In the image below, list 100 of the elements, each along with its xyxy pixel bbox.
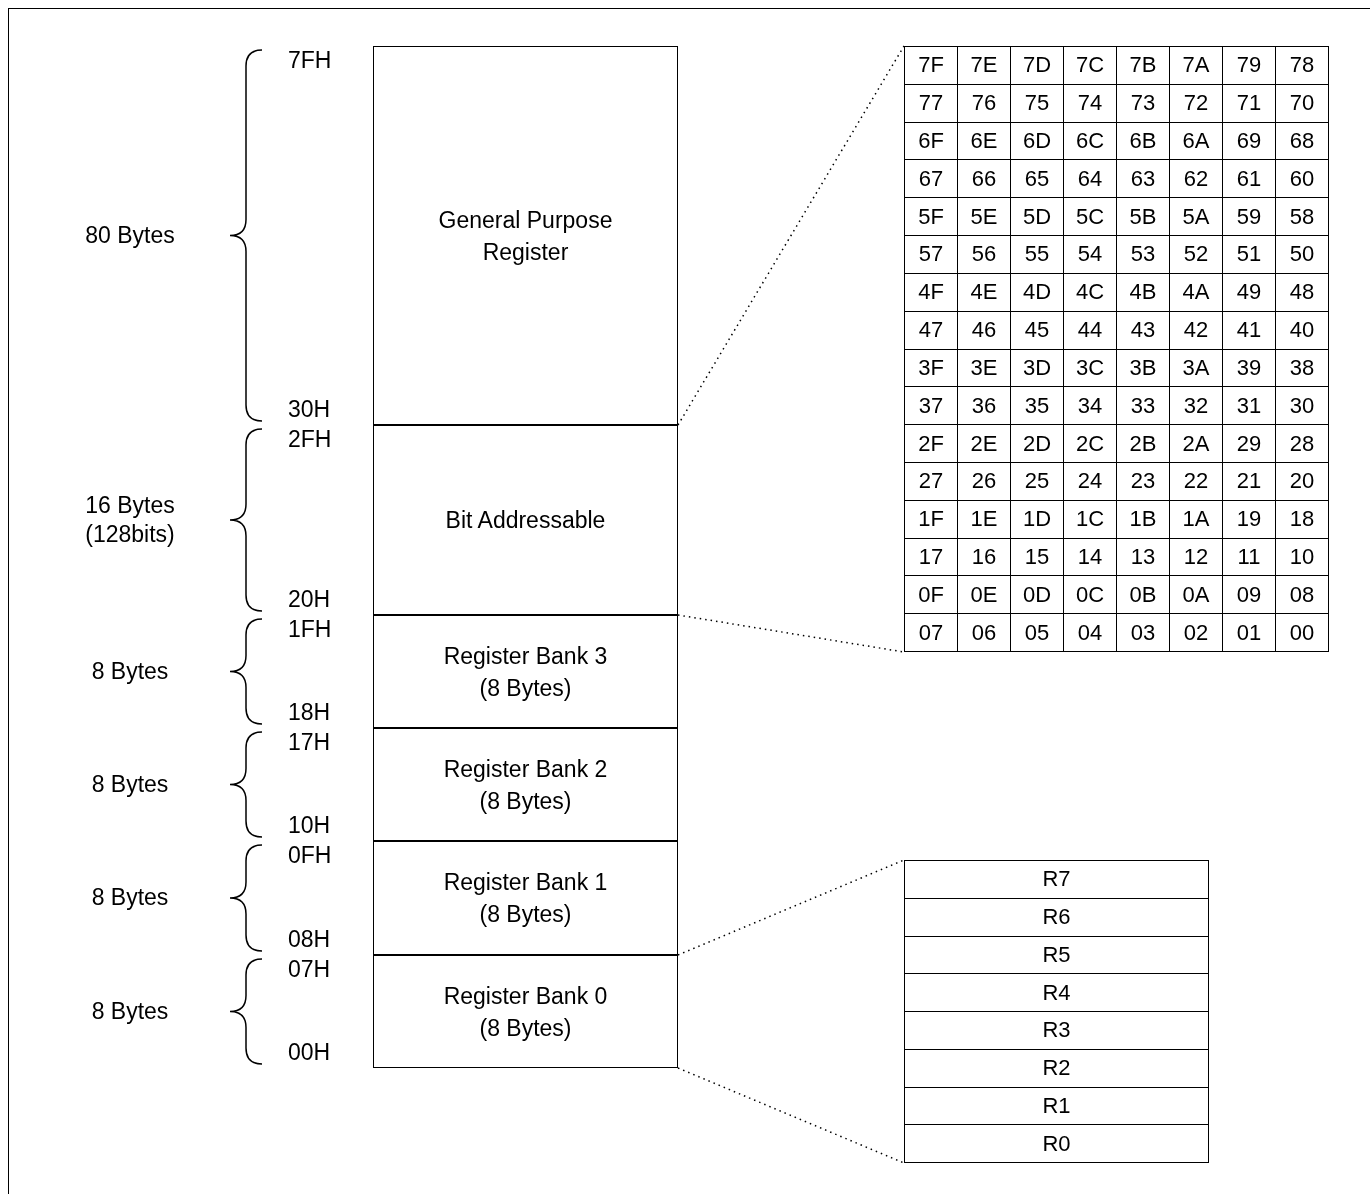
dotted-line (677, 614, 905, 653)
table-cell: 4B (1117, 273, 1170, 312)
table-cell: 2E (958, 425, 1011, 463)
table-cell: 19 (1223, 500, 1276, 539)
table-cell: 6F (905, 122, 958, 161)
table-cell: 18 (1276, 500, 1329, 539)
size-label: 8 Bytes (90, 769, 170, 799)
memory-section (373, 425, 678, 615)
table-cell: 0E (958, 576, 1011, 615)
section-label: Register Bank 2 (8 Bytes) (442, 754, 609, 816)
table-cell: R6 (905, 898, 1209, 937)
memory-section (373, 955, 678, 1068)
table-cell: 35 (1011, 387, 1064, 426)
table-cell: 57 (905, 236, 958, 274)
table-cell: 49 (1223, 273, 1276, 312)
table-cell: 74 (1064, 84, 1117, 123)
address-label: 7FH (288, 46, 332, 75)
table-cell: 03 (1117, 614, 1170, 652)
address-label: 08H (288, 925, 331, 954)
table-cell: 31 (1223, 387, 1276, 426)
table-cell: 2A (1170, 425, 1223, 463)
table-cell: 46 (958, 311, 1011, 350)
table-cell: 34 (1064, 387, 1117, 426)
table-cell: R4 (905, 974, 1209, 1012)
address-label: 17H (288, 728, 331, 757)
table-cell: 26 (958, 462, 1011, 501)
table-cell: 01 (1223, 614, 1276, 652)
address-label: 2FH (288, 425, 332, 454)
table-cell: 21 (1223, 462, 1276, 501)
table-cell: 23 (1117, 462, 1170, 501)
table-cell: 48 (1276, 273, 1329, 312)
table-cell: 2B (1117, 425, 1170, 463)
table-cell: 47 (905, 311, 958, 350)
table-cell: 27 (905, 462, 958, 501)
table-cell: 5A (1170, 198, 1223, 237)
table-cell: 6E (958, 122, 1011, 161)
table-cell: 2F (905, 425, 958, 463)
table-cell: 52 (1170, 236, 1223, 274)
section-label: Bit Addressable (445, 506, 606, 535)
dotted-line (677, 45, 905, 426)
table-cell: R1 (905, 1087, 1209, 1126)
table-cell: 13 (1117, 538, 1170, 577)
table-cell: 5D (1011, 198, 1064, 237)
table-cell: 30 (1276, 387, 1329, 426)
table-cell: 1F (905, 500, 958, 539)
table-cell: R7 (905, 861, 1209, 899)
address-label: 07H (288, 955, 331, 984)
size-label: 8 Bytes (90, 656, 170, 686)
table-cell: 1B (1117, 500, 1170, 539)
section-label: Register Bank 3 (8 Bytes) (442, 641, 609, 703)
table-cell: 64 (1064, 160, 1117, 199)
table-cell: 7E (958, 47, 1011, 85)
address-label: 30H (288, 395, 331, 424)
table-cell: 3D (1011, 349, 1064, 388)
table-cell: 53 (1117, 236, 1170, 274)
register-table (904, 860, 1209, 1163)
table-cell: 09 (1223, 576, 1276, 615)
table-cell: 08 (1276, 576, 1329, 615)
address-label: 20H (288, 585, 331, 614)
table-cell: 70 (1276, 84, 1329, 123)
table-cell: R0 (905, 1125, 1209, 1163)
table-cell: 4A (1170, 273, 1223, 312)
table-cell: 55 (1011, 236, 1064, 274)
table-cell: 58 (1276, 198, 1329, 237)
table-cell: 3C (1064, 349, 1117, 388)
table-cell: 78 (1276, 47, 1329, 85)
bit-address-table (904, 46, 1329, 652)
table-cell: 37 (905, 387, 958, 426)
table-cell: 75 (1011, 84, 1064, 123)
table-cell: 0B (1117, 576, 1170, 615)
table-cell: 5B (1117, 198, 1170, 237)
table-cell: 41 (1223, 311, 1276, 350)
table-cell: 00 (1276, 614, 1329, 652)
table-cell: 7D (1011, 47, 1064, 85)
address-label: 10H (288, 811, 331, 840)
table-cell: 59 (1223, 198, 1276, 237)
table-cell: 0C (1064, 576, 1117, 615)
memory-section (373, 728, 678, 841)
dotted-line (677, 859, 905, 956)
table-cell: 16 (958, 538, 1011, 577)
table-cell: 42 (1170, 311, 1223, 350)
table-cell: 10 (1276, 538, 1329, 577)
table-cell: 43 (1117, 311, 1170, 350)
table-cell: 22 (1170, 462, 1223, 501)
table-cell: 65 (1011, 160, 1064, 199)
table-cell: 4F (905, 273, 958, 312)
size-label: 8 Bytes (90, 883, 170, 912)
dotted-line (677, 1067, 905, 1164)
table-cell: 29 (1223, 425, 1276, 463)
table-cell: 68 (1276, 122, 1329, 161)
table-cell: 6C (1064, 122, 1117, 161)
table-cell: 3F (905, 349, 958, 388)
table-cell: 2C (1064, 425, 1117, 463)
table-cell: 33 (1117, 387, 1170, 426)
table-cell: 66 (958, 160, 1011, 199)
table-cell: 5E (958, 198, 1011, 237)
table-cell: 56 (958, 236, 1011, 274)
table-cell: 28 (1276, 425, 1329, 463)
table-cell: R5 (905, 936, 1209, 975)
table-cell: 0F (905, 576, 958, 615)
